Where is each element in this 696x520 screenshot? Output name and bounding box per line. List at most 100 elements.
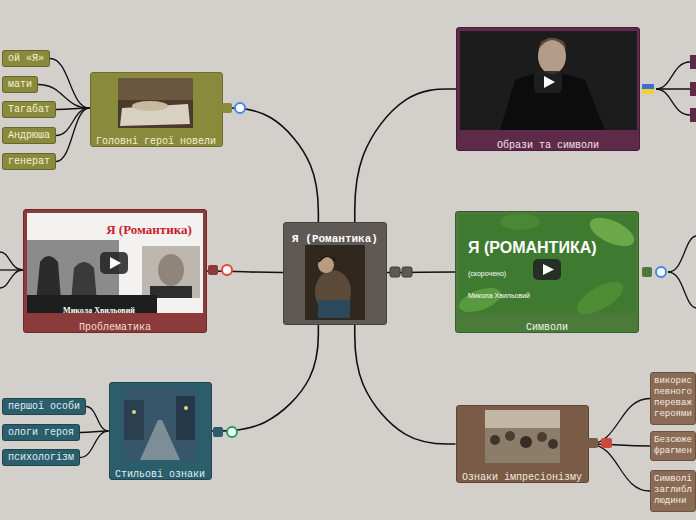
topic-title: Головні герої новели — [96, 136, 216, 148]
video-thumbnail — [460, 31, 637, 130]
play-triangle — [110, 257, 121, 269]
figure-head — [318, 257, 334, 273]
figure-hair — [318, 256, 336, 262]
text-holder: Ознаки імпресіонізму — [457, 466, 588, 484]
text-holder: Микола Хвильовий — [44, 299, 154, 317]
bed-sheet — [120, 104, 190, 126]
video-thumbnail — [27, 213, 203, 313]
painting-street — [140, 420, 180, 460]
child-topic: Символі заглибл людини — [650, 470, 696, 512]
main-topic: Образи та символи — [456, 27, 640, 151]
crowd-figure — [537, 432, 547, 442]
main-topic: Я (Романтика) Микола ХвильовийПроблематик… — [23, 209, 207, 333]
topic-text: викорис певного переваж героями — [654, 376, 692, 420]
thumbnail-text: Микола Хвильовий — [63, 306, 135, 316]
tool-icons — [208, 55, 696, 448]
child-topic: Андрюша — [2, 127, 56, 144]
menu-icon — [588, 438, 598, 448]
branch-line — [668, 272, 696, 308]
figure — [132, 101, 168, 111]
topic-text: Андрюша — [8, 129, 50, 142]
topic-text: Безсюже фрагмен — [654, 435, 692, 457]
topic-text: психологізм — [8, 451, 74, 464]
face — [538, 38, 566, 74]
play-button — [533, 259, 561, 280]
child-topic: Тагабат — [2, 101, 56, 118]
painting-ground — [118, 78, 193, 128]
crowd-figure — [505, 431, 515, 441]
video-thumbnail — [456, 212, 638, 321]
branch-connector — [355, 325, 456, 444]
child-topic: викорис певного переваж героями — [650, 372, 696, 425]
link-icon — [656, 267, 666, 277]
painting-ground — [305, 245, 365, 320]
flag-icon — [642, 84, 654, 89]
topic-title: Ознаки імпресіонізму — [462, 472, 582, 484]
link-icon — [235, 103, 245, 113]
figure-skirt — [318, 300, 350, 318]
branch-connector — [56, 108, 89, 162]
branch-connector — [86, 407, 108, 432]
thumbnail-text: Я (Романтика) — [106, 222, 192, 238]
thumbnail-text: Я (РОМАНТИКА) — [468, 238, 597, 257]
topic-text: Символі заглибл людини — [654, 474, 692, 507]
city-painting — [122, 388, 197, 460]
main-topic: Стильові ознаки — [109, 382, 212, 480]
child-topic: ологи героя — [2, 424, 80, 441]
leaf — [456, 283, 504, 317]
play-button — [534, 71, 562, 93]
menu-icon — [402, 267, 412, 277]
topic-text: Тагабат — [8, 103, 50, 116]
text-holder: Символи — [456, 316, 638, 334]
child-topic: психологізм — [2, 449, 80, 466]
play-triangle — [544, 76, 555, 88]
portrait-face — [158, 254, 184, 286]
menu-icon — [390, 267, 400, 277]
menu-icon — [213, 427, 223, 437]
text-holder: Микола Хвильовий — [468, 284, 568, 302]
branch-connector — [212, 325, 319, 431]
text-holder: Я (Романтика) — [94, 220, 204, 238]
branch-connector — [80, 431, 108, 458]
painting-building — [124, 400, 144, 440]
crowd-figure — [520, 436, 532, 448]
photo-figure — [35, 256, 62, 313]
child-topic: першої особи — [2, 398, 86, 415]
hair — [538, 38, 567, 50]
leaf — [500, 214, 540, 230]
crowd-figure — [548, 439, 558, 449]
thumb-photo — [27, 240, 119, 313]
leaf — [586, 212, 639, 252]
branch-line — [656, 89, 690, 115]
link-icon — [222, 265, 232, 275]
leaf — [572, 275, 628, 320]
text-holder: Стильові ознаки — [110, 463, 211, 481]
branch-connector — [355, 89, 456, 222]
branch-line — [668, 236, 696, 272]
text-holder: Проблематика — [24, 316, 206, 334]
painting-light — [184, 406, 188, 410]
topic-text: генерат — [8, 155, 50, 168]
text-holder: Головні герої новели — [91, 130, 222, 148]
thumb-ground — [460, 31, 637, 130]
crowd-figure — [490, 435, 500, 445]
branch-connector — [589, 444, 651, 491]
painting-building — [176, 396, 195, 440]
topic-text: мати — [8, 78, 32, 91]
painting-light — [132, 410, 136, 414]
topic-title: Символи — [526, 322, 568, 334]
child-topic: ой «Я» — [2, 50, 50, 67]
topic-text: ологи героя — [8, 426, 74, 439]
menu-icon — [222, 103, 232, 113]
text-holder: Я (РОМАНТИКА) — [468, 238, 638, 257]
thumb-ground — [459, 215, 636, 313]
child-stub — [690, 55, 696, 69]
crowd-photo — [485, 410, 560, 463]
topic-title: Стильові ознаки — [115, 469, 205, 481]
text-holder: Образи та символи — [457, 134, 639, 152]
topic-title: Образи та символи — [497, 140, 599, 152]
thumb-ground — [27, 213, 203, 313]
central-topic: Я (Романтика) — [283, 222, 387, 325]
